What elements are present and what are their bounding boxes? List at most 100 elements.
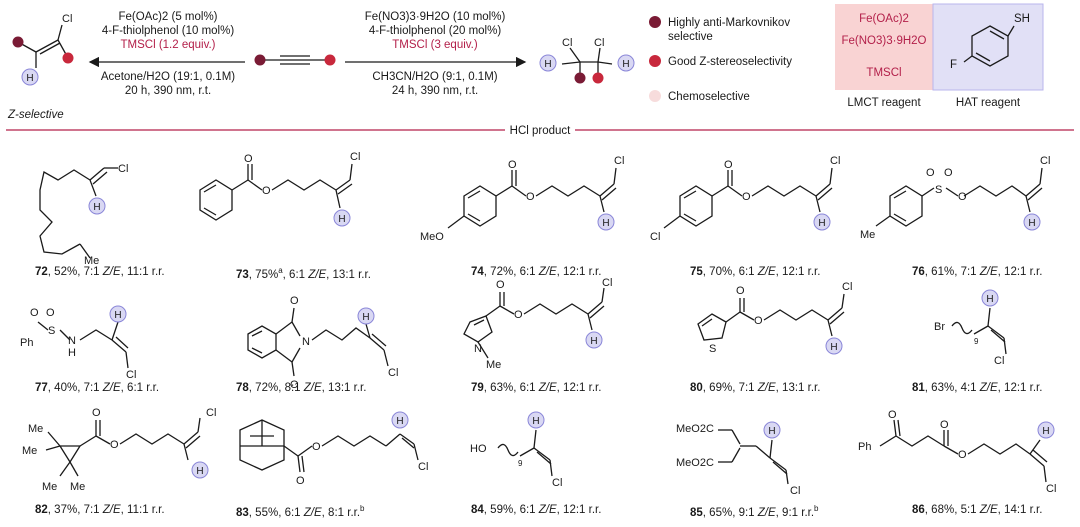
svg-text:O: O (290, 379, 299, 391)
svg-text:O: O (290, 295, 299, 307)
svg-text:H: H (602, 218, 609, 229)
compound-label-84: 84, 59%, 6:1 Z/E, 12:1 r.r. (471, 504, 602, 516)
svg-text:Cl: Cl (790, 485, 800, 497)
svg-text:H: H (196, 466, 203, 477)
svg-text:Me: Me (42, 481, 57, 493)
svg-text:Cl: Cl (126, 369, 136, 381)
structure-73 (199, 163, 353, 221)
svg-text:H: H (768, 426, 775, 437)
svg-text:O: O (496, 279, 505, 291)
h-bubble-icon (813, 213, 831, 231)
svg-text:Ph: Ph (20, 337, 33, 349)
svg-text:TMSCl (1.2 equiv.): TMSCl (1.2 equiv.) (120, 39, 215, 51)
svg-text:Fe(OAc)2 (5 mol%): Fe(OAc)2 (5 mol%) (118, 11, 217, 23)
header-dots (12, 36, 635, 86)
h-bubble-icon (21, 68, 39, 86)
svg-text:20 h, 390 nm, r.t.: 20 h, 390 nm, r.t. (125, 85, 211, 97)
dot-icon (324, 54, 336, 66)
svg-text:Cl: Cl (206, 407, 216, 419)
structure-82 (45, 417, 201, 477)
structure-85 (718, 429, 789, 485)
compound-label-83: 83, 55%, 6:1 Z/E, 8:1 r.r.b (236, 504, 365, 519)
svg-text:Me: Me (486, 359, 501, 371)
svg-text:O: O (30, 307, 39, 319)
svg-text:TMSCl: TMSCl (866, 67, 901, 79)
atom-cl: Cl (594, 37, 604, 49)
svg-text:O: O (742, 191, 751, 203)
svg-text:Fe(OAc)2: Fe(OAc)2 (859, 13, 909, 25)
h-bubble-icon (88, 197, 106, 215)
compound-label-73: 73, 75%a, 6:1 Z/E, 13:1 r.r. (236, 266, 371, 281)
svg-text:selective: selective (668, 31, 713, 43)
svg-text:MeO2C: MeO2C (676, 423, 714, 435)
structure-86 (879, 419, 1048, 483)
svg-text:Fe(NO3)3·9H2O: Fe(NO3)3·9H2O (842, 35, 927, 47)
svg-text:SH: SH (1014, 13, 1030, 25)
svg-text:H: H (1028, 218, 1035, 229)
svg-text:Acetone/H2O (19:1, 0.1M): Acetone/H2O (19:1, 0.1M) (101, 71, 235, 83)
svg-text:O: O (926, 167, 935, 179)
svg-text:O: O (888, 409, 897, 421)
svg-text:H: H (830, 342, 837, 353)
divider-label-bg (505, 124, 575, 137)
svg-text:H: H (68, 347, 76, 359)
h-bubble-icon (527, 411, 545, 429)
compound-label-77: 77, 40%, 7:1 Z/E, 6:1 r.r. (35, 382, 160, 394)
svg-text:Me: Me (860, 229, 875, 241)
dot-icon (592, 72, 604, 84)
svg-text:H: H (590, 336, 597, 347)
svg-text:O: O (958, 191, 967, 203)
svg-text:Cl: Cl (418, 461, 428, 473)
structure-84 (497, 429, 553, 477)
compound-label-85: 85, 65%, 9:1 Z/E, 9:1 r.r.b (690, 504, 819, 519)
svg-text:Cl: Cl (602, 277, 612, 289)
svg-text:HO: HO (470, 443, 487, 455)
dot-icon (574, 72, 586, 84)
legend-dot-icon (649, 55, 661, 67)
compound-label-82: 82, 37%, 7:1 Z/E, 11:1 r.r. (35, 504, 165, 516)
svg-text:Me: Me (84, 255, 99, 267)
atom-h: H (26, 73, 33, 84)
svg-text:Cl: Cl (1046, 483, 1056, 495)
left-product-caption: Z-selective (7, 109, 64, 121)
svg-text:Cl: Cl (552, 477, 562, 489)
svg-text:O: O (262, 185, 271, 197)
compound-label-81: 81, 63%, 4:1 Z/E, 12:1 r.r. (912, 382, 1043, 394)
svg-text:Cl: Cl (994, 355, 1004, 367)
compound-label-80: 80, 69%, 7:1 Z/E, 13:1 r.r. (690, 382, 821, 394)
h-bubble-icon (981, 289, 999, 307)
svg-text:H: H (338, 214, 345, 225)
structure-77 (37, 321, 129, 369)
svg-text:TMSCl (3 equiv.): TMSCl (3 equiv.) (392, 39, 478, 51)
legend: Highly anti-Markovnikov selective Good Z… (649, 16, 792, 103)
right-conditions: Fe(NO3)3·9H2O (10 mol%) 4-F-thiolphenol … (365, 11, 506, 97)
atom-h: H (622, 59, 629, 70)
hat-caption: HAT reagent (956, 97, 1021, 109)
dot-icon (254, 54, 266, 66)
compound-label-78: 78, 72%, 8:1 Z/E, 13:1 r.r. (236, 382, 367, 394)
svg-text:Good Z-stereoselectivity: Good Z-stereoselectivity (668, 56, 792, 68)
svg-text:Chemoselective: Chemoselective (668, 91, 750, 103)
svg-text:S: S (709, 343, 716, 355)
structure-81 (951, 307, 1007, 355)
structure-76 (875, 167, 1043, 227)
svg-text:Cl: Cl (650, 231, 660, 243)
structure-83 (239, 419, 419, 473)
svg-text:O: O (110, 439, 119, 451)
atom-cl: Cl (562, 37, 572, 49)
dot-icon (12, 36, 24, 48)
svg-text:4-F-thiolphenol (20 mol%): 4-F-thiolphenol (20 mol%) (369, 25, 501, 37)
structure-79 (463, 287, 605, 359)
svg-text:O: O (46, 307, 55, 319)
h-bubble-icon (109, 305, 127, 323)
svg-text:Cl: Cl (1040, 155, 1050, 167)
svg-text:Cl: Cl (350, 151, 360, 163)
h-bubble-icon (391, 411, 409, 429)
svg-text:Cl: Cl (614, 155, 624, 167)
h-bubble-icon (1037, 421, 1055, 439)
svg-text:O: O (296, 475, 305, 487)
svg-text:H: H (114, 310, 121, 321)
svg-text:O: O (244, 153, 253, 165)
svg-text:MeO: MeO (420, 231, 444, 243)
